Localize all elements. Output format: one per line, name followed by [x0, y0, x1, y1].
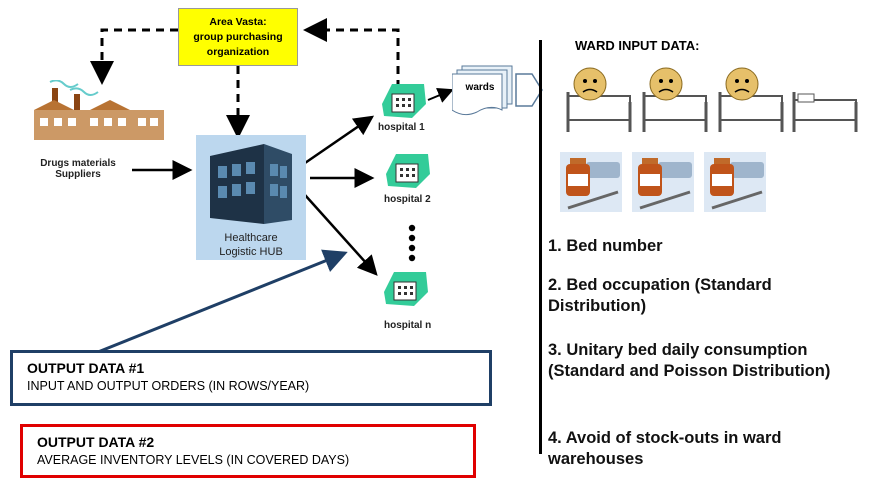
hospital-2-label: hospital 2: [384, 194, 431, 205]
sick-patient-bed-icon: [566, 67, 632, 132]
output-box-2: OUTPUT DATA #2 AVERAGE INVENTORY LEVELS …: [20, 424, 476, 478]
hub-building-icon: [210, 144, 292, 224]
gpo-line2: group purchasing: [193, 30, 283, 43]
dot: [408, 244, 416, 252]
suppliers-label: Drugs materials Suppliers: [22, 158, 134, 180]
sick-patient-bed-icon: [718, 67, 784, 132]
vertical-divider: [539, 40, 542, 454]
medication-icons-row: [560, 152, 766, 212]
output-2-subtitle: AVERAGE INVENTORY LEVELS (IN COVERED DAY…: [37, 453, 350, 467]
dot: [408, 224, 416, 232]
gpo-line3: organization: [206, 45, 270, 58]
medication-icon: [632, 152, 694, 212]
ward-input-title: WARD INPUT DATA:: [575, 38, 700, 53]
hospital-icon: [382, 84, 426, 118]
output-1-subtitle: INPUT AND OUTPUT ORDERS (IN ROWS/YEAR): [27, 379, 310, 393]
hospital-1-label: hospital 1: [378, 122, 425, 133]
hospital-icon: [384, 272, 428, 306]
arrow-output-to-hub: [97, 249, 348, 354]
empty-bed-icon: [792, 92, 858, 132]
ward-item-3: 3. Unitary bed daily consumption (Standa…: [548, 341, 831, 380]
hub-line2: Logistic HUB: [219, 246, 283, 258]
dot: [408, 254, 416, 262]
medication-icon: [560, 152, 622, 212]
suppliers-line2: Suppliers: [55, 169, 101, 180]
hospital-n-label: hospital n: [384, 320, 432, 331]
bed-icons-row: [566, 67, 858, 132]
sick-patient-bed-icon: [642, 67, 708, 132]
hospital-icon: [386, 154, 430, 188]
dashed-arrow-to-suppliers: [90, 28, 178, 85]
ward-item-2: 2. Bed occupation (Standard Distribution…: [548, 276, 772, 315]
output-box-1: OUTPUT DATA #1 INPUT AND OUTPUT ORDERS (…: [10, 350, 492, 406]
wards-documents-icon: [452, 65, 543, 116]
output-2-title: OUTPUT DATA #2: [37, 434, 155, 450]
medication-icon: [704, 152, 766, 212]
hub-label: Healthcare Logistic HUB: [196, 231, 306, 259]
hub-line1: Healthcare: [224, 232, 278, 244]
output-1-title: OUTPUT DATA #1: [27, 360, 145, 376]
arrow-hub-hospital1: [304, 115, 375, 165]
ward-item-4: 4. Avoid of stock-outs in ward warehouse…: [548, 429, 782, 468]
ward-item-1: 1. Bed number: [548, 237, 663, 255]
arrow-hospital-wards: [427, 88, 454, 103]
factory-icon: [34, 80, 164, 140]
arrow-hub-hospitaln: [304, 194, 378, 276]
gpo-box: Area Vasta: group purchasing organizatio…: [178, 8, 298, 66]
suppliers-line1: Drugs materials: [40, 158, 116, 169]
dot: [408, 234, 416, 242]
wards-label: wards: [465, 82, 495, 93]
dashed-arrow-to-gpo: [303, 18, 400, 88]
gpo-title: Area Vasta:: [209, 15, 267, 28]
